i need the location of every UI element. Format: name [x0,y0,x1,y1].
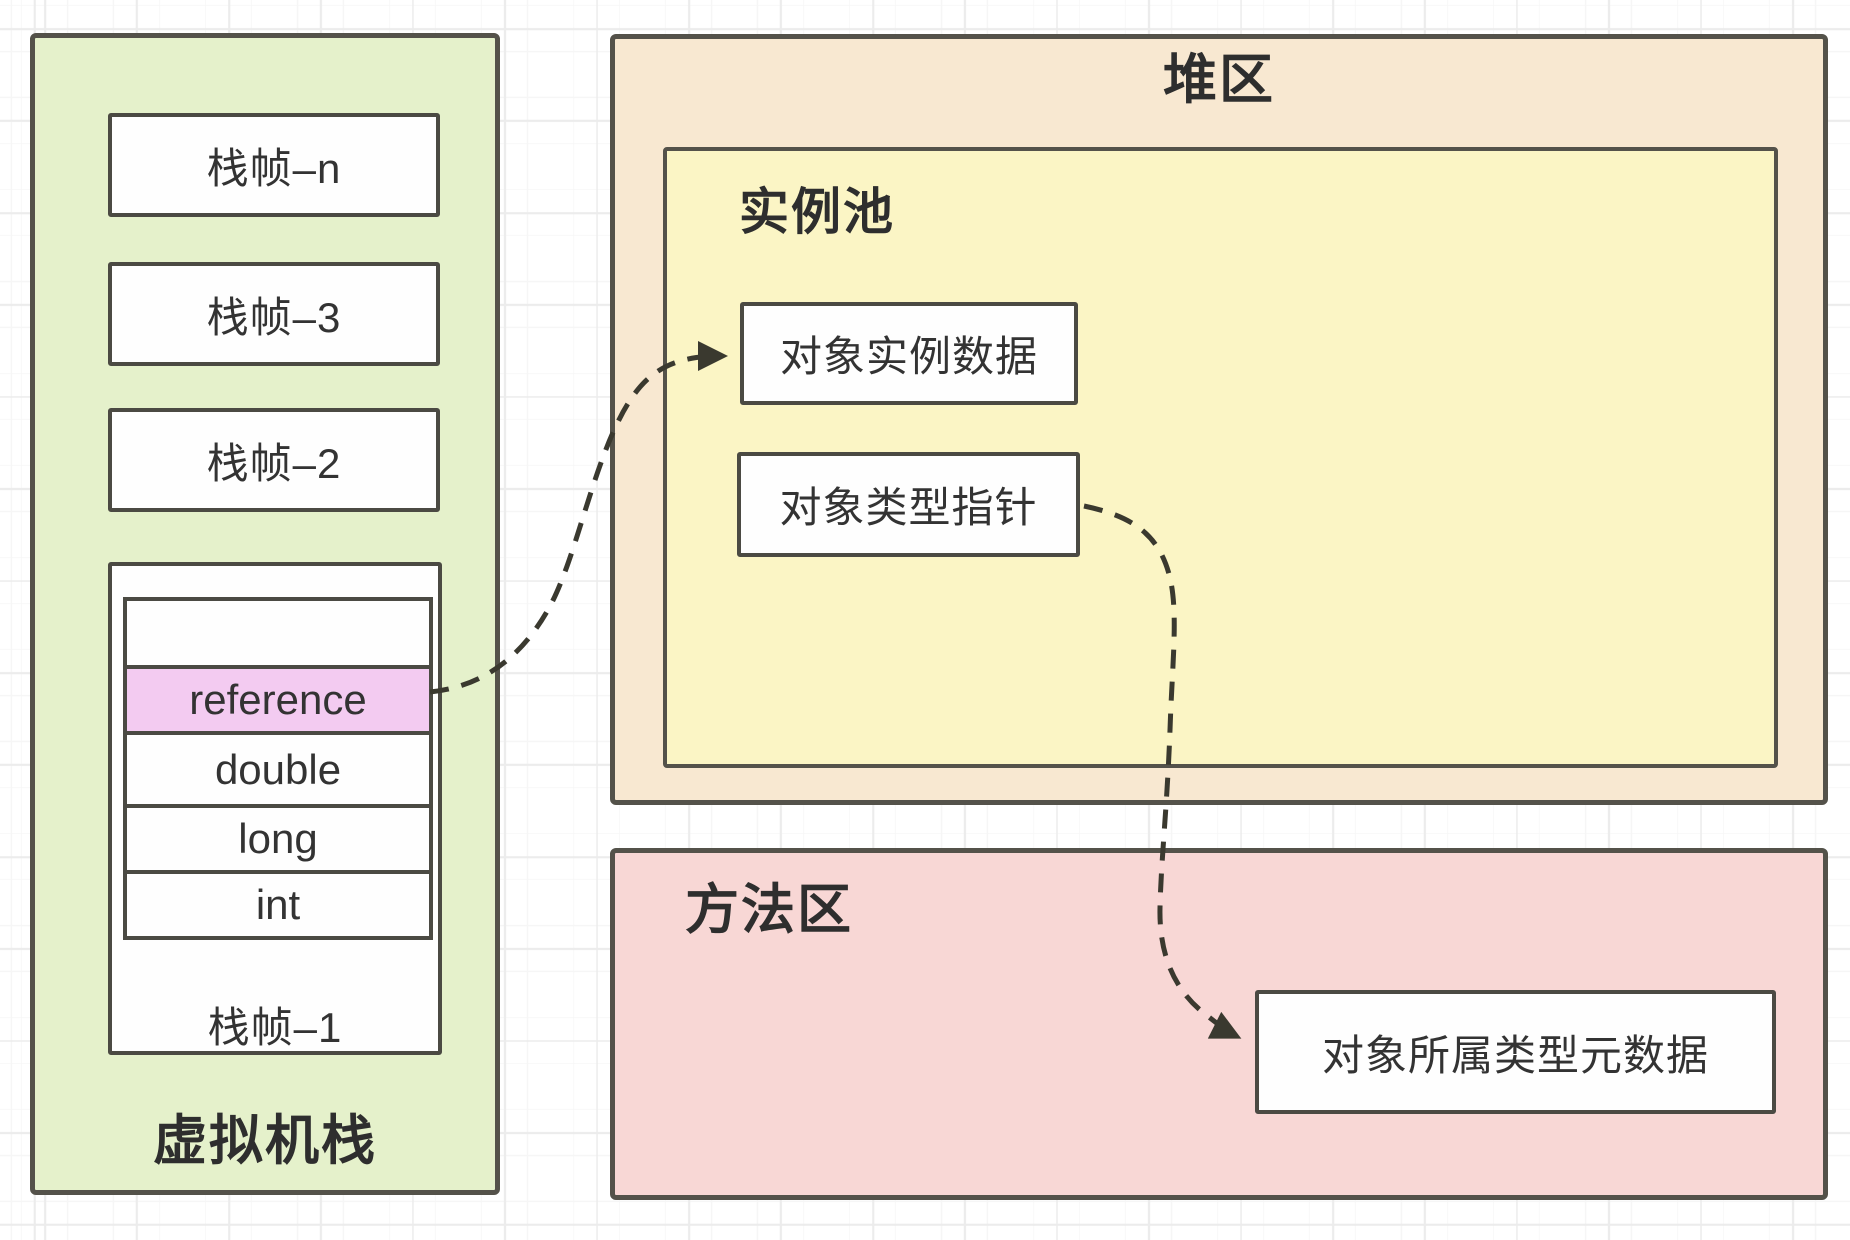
object-type-pointer-box: 对象类型指针 [737,452,1080,557]
method-area-panel: 方法区 对象所属类型元数据 [610,848,1828,1200]
heap-panel: 堆区 实例池 对象实例数据 对象类型指针 [610,34,1828,805]
heap-title: 堆区 [1163,50,1275,110]
object-type-pointer-label: 对象类型指针 [779,484,1038,531]
double-slot: double [127,731,429,804]
stack-frame-2-box: 栈帧–2 [108,408,440,512]
empty-slot [127,601,429,665]
object-type-metadata-label: 对象所属类型元数据 [1321,1031,1709,1079]
stack-frame-3-label: 栈帧–3 [206,293,342,341]
object-type-metadata-box: 对象所属类型元数据 [1255,990,1776,1114]
stack-frame-3-box: 栈帧–3 [108,262,440,366]
reference-slot: reference [127,665,429,731]
vm-stack-panel: 栈帧–n 栈帧–3 栈帧–2 reference double long int… [30,33,500,1195]
object-instance-data-label: 对象实例数据 [779,333,1038,380]
int-slot: int [127,870,429,936]
instance-pool-panel: 实例池 对象实例数据 对象类型指针 [663,147,1778,768]
object-instance-data-box: 对象实例数据 [740,302,1078,405]
vm-stack-title: 虚拟机栈 [153,1111,377,1171]
long-slot: long [127,804,429,870]
stack-frame-1-label: 栈帧–1 [207,1003,343,1051]
method-area-title: 方法区 [685,880,853,940]
local-variable-table: reference double long int [123,597,433,940]
stack-frame-n-label: 栈帧–n [206,144,342,192]
stack-frame-1-box: reference double long int 栈帧–1 [108,562,442,1055]
stack-frame-2-label: 栈帧–2 [206,439,342,487]
instance-pool-title: 实例池 [739,184,895,240]
stack-frame-n-box: 栈帧–n [108,113,440,217]
